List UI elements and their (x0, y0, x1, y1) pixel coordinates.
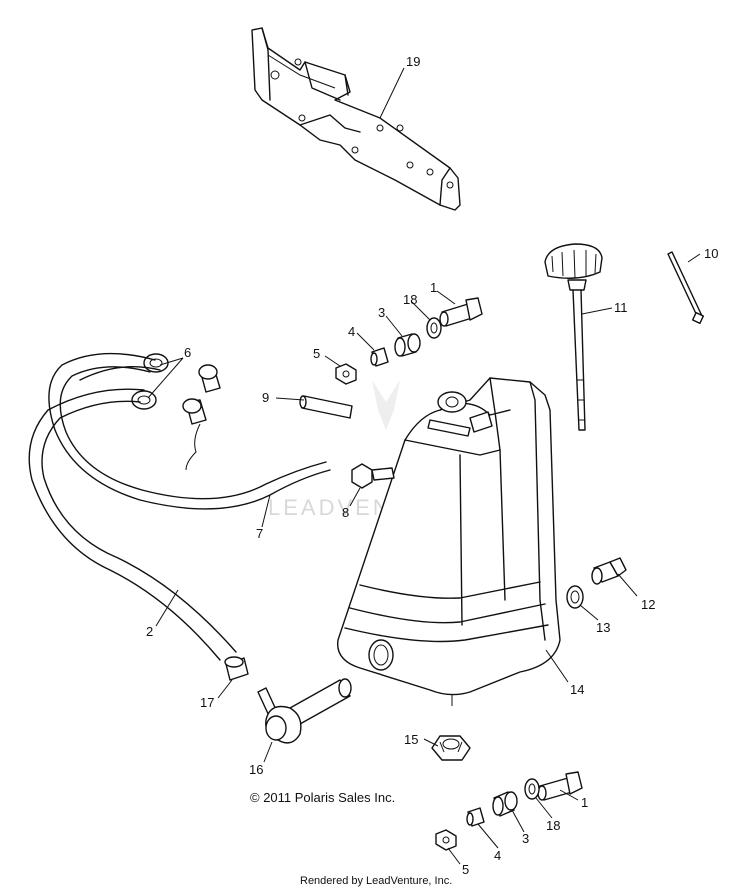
callout-18-bottom: 18 (546, 818, 560, 833)
nut-bottom (435, 829, 457, 851)
tank-cap-nut (431, 735, 471, 761)
callout-10: 10 (704, 246, 718, 261)
watermark-logo (372, 380, 400, 430)
oil-tank (336, 377, 561, 706)
callout-17: 17 (200, 695, 214, 710)
copyright-notice: © 2011 Polaris Sales Inc. (250, 790, 396, 805)
drain-plug (591, 557, 627, 585)
callout-18-top: 18 (403, 292, 417, 307)
hose-clamps (131, 353, 221, 471)
drain-washer (566, 585, 584, 609)
elbow-fitting (257, 678, 352, 744)
rendered-by-footer: Rendered by LeadVenture, Inc. (300, 875, 453, 887)
bolt-top (439, 297, 483, 327)
bolt-bottom (537, 771, 583, 801)
spacer-bottom (466, 807, 485, 827)
callout-3-top: 3 (378, 305, 385, 320)
leader-lines (147, 67, 701, 865)
callout-6: 6 (184, 345, 191, 360)
callout-7: 7 (256, 526, 263, 541)
dipstick (544, 243, 603, 431)
callout-16: 16 (249, 762, 263, 777)
cable-tie (667, 251, 705, 325)
hose-sleeve (224, 656, 249, 681)
callout-12: 12 (641, 597, 655, 612)
callout-4-bottom: 4 (494, 848, 501, 863)
washer-top (426, 317, 442, 339)
callout-14: 14 (570, 682, 584, 697)
vent-hose (299, 395, 353, 419)
callout-1-bottom: 1 (581, 795, 588, 810)
callout-5-top: 5 (313, 346, 320, 361)
hose-fitting (351, 463, 395, 489)
callout-11: 11 (614, 300, 628, 315)
spacer-top (370, 347, 389, 367)
grommet-top (394, 333, 421, 357)
callout-3-bottom: 3 (522, 831, 529, 846)
grommet-bottom (492, 791, 518, 817)
callout-8: 8 (342, 505, 349, 520)
callout-2: 2 (146, 624, 153, 639)
callout-13: 13 (596, 620, 610, 635)
callout-9: 9 (262, 390, 269, 405)
mounting-bracket (251, 27, 461, 211)
callout-1-top: 1 (430, 280, 437, 295)
washer-bottom (524, 778, 540, 800)
callout-labels: 19 10 11 1 18 3 4 5 6 9 8 7 2 17 16 12 1… (146, 54, 718, 877)
callout-19: 19 (406, 54, 420, 69)
nut-top (335, 363, 357, 385)
callout-5-bottom: 5 (462, 862, 469, 877)
callout-4-top: 4 (348, 324, 355, 339)
callout-15: 15 (404, 732, 418, 747)
oil-hoses (28, 352, 331, 661)
